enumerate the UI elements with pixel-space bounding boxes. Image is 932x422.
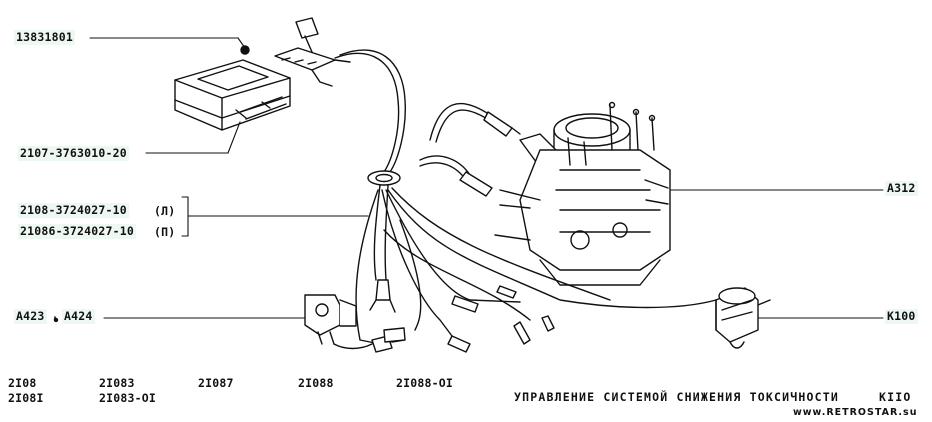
top-connector-drawing [274,17,351,87]
label-harness-left-tag: (Л) [154,204,176,218]
section-code: KIIO [879,390,912,404]
model-col4-row1: 2I088 [298,376,334,390]
model-col1-row1: 2I08 [8,376,37,390]
label-harness-right: 21086-3724027-10 [18,224,136,239]
label-sensor-b: A424 [62,309,95,324]
carburettor-drawing [494,101,671,286]
label-harness-right-tag: (П) [154,225,176,239]
main-harness-drawing [334,49,717,345]
label-ecu: 13831801 [14,30,75,45]
solenoid-valve-drawing [715,287,771,349]
leader-lines [89,37,884,319]
wire-plugs-drawing [383,285,555,353]
ecu-unit-drawing [174,45,291,131]
model-col5-row1: 2I088-OI [396,376,453,390]
label-ecu-block: 2107-3763010-20 [18,146,129,161]
label-valve: K100 [885,309,918,324]
hoses-drawing [419,102,521,197]
model-col3-row1: 2I087 [198,376,234,390]
watermark: www.RETROSTAR.su [793,407,918,418]
model-col1-row2: 2I08I [8,391,44,405]
label-harness-left: 2108-3724027-10 [18,203,129,218]
label-sensor-a: A423 [14,309,47,324]
model-col2-row1: 2I083 [99,376,135,390]
separator-dot [53,317,59,323]
diagram-title: УПРАВЛЕНИЕ СИСТЕМОЙ СНИЖЕНИЯ ТОКСИЧНОСТИ [514,390,839,404]
sensor-drawing [304,294,405,353]
label-sensor-separator: , [52,310,59,321]
model-col2-row2: 2I083-OI [99,391,156,405]
label-carburettor: A312 [885,181,918,196]
